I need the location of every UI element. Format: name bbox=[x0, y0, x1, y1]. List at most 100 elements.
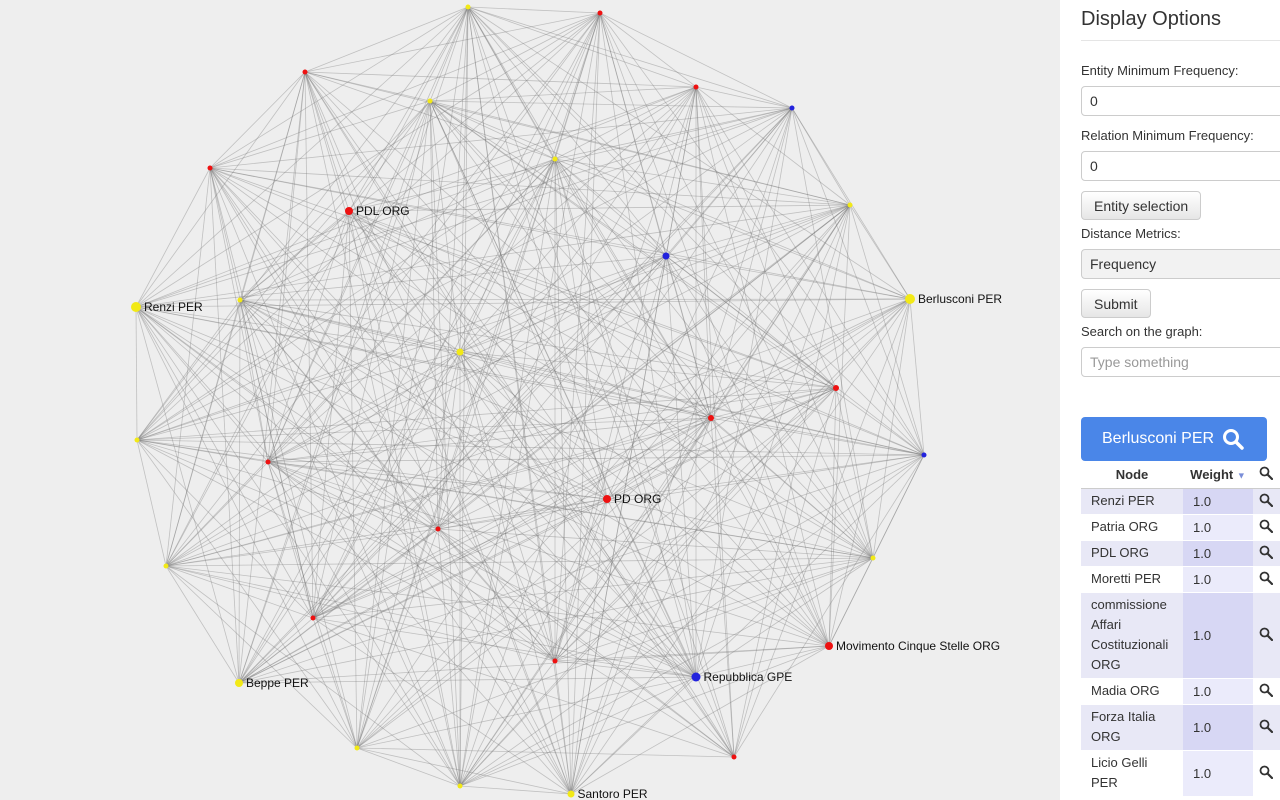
graph-node[interactable] bbox=[457, 783, 463, 789]
selected-node-button[interactable]: Berlusconi PER bbox=[1081, 417, 1267, 461]
row-search-button[interactable] bbox=[1253, 704, 1280, 751]
graph-edge bbox=[872, 454, 925, 559]
row-search-button[interactable] bbox=[1253, 678, 1280, 705]
graph-node[interactable] bbox=[163, 563, 169, 569]
graph-edge bbox=[165, 565, 556, 662]
graph-node[interactable] bbox=[456, 348, 464, 356]
search-input[interactable] bbox=[1081, 347, 1280, 377]
graph-edge bbox=[429, 100, 830, 647]
display-options-panel: Display Options Entity Minimum Frequency… bbox=[1060, 0, 1280, 800]
graph-node[interactable] bbox=[921, 452, 927, 458]
graph-node-pdl[interactable] bbox=[345, 207, 353, 215]
distance-metrics-select[interactable]: Frequency bbox=[1081, 249, 1280, 279]
graph-node[interactable] bbox=[552, 658, 558, 664]
graph-edge bbox=[665, 255, 837, 389]
entity-selection-button[interactable]: Entity selection bbox=[1081, 191, 1202, 220]
graph-node[interactable] bbox=[597, 10, 603, 16]
graph-edge bbox=[267, 461, 556, 662]
row-search-button[interactable] bbox=[1253, 750, 1280, 797]
graph-node[interactable] bbox=[265, 459, 271, 465]
weight-cell: 1.0 bbox=[1183, 540, 1253, 567]
graph-node[interactable] bbox=[552, 156, 558, 162]
search-icon bbox=[1259, 466, 1274, 481]
graph-edge bbox=[554, 660, 697, 678]
graph-node[interactable] bbox=[427, 98, 433, 104]
graph-node[interactable] bbox=[870, 555, 876, 561]
graph-edge bbox=[267, 461, 358, 749]
submit-button[interactable]: Submit bbox=[1081, 289, 1151, 318]
graph-edge bbox=[665, 255, 925, 456]
graph-edge bbox=[467, 6, 712, 419]
graph-edge bbox=[238, 645, 830, 684]
graph-node-beppe[interactable] bbox=[235, 679, 243, 687]
graph-node[interactable] bbox=[207, 165, 213, 171]
graph-node[interactable] bbox=[465, 4, 471, 10]
entity-min-freq-input[interactable] bbox=[1081, 86, 1280, 116]
graph-edge bbox=[356, 557, 874, 749]
graph-edge bbox=[304, 71, 697, 88]
graph-node[interactable] bbox=[237, 297, 243, 303]
weight-column-header[interactable]: Weight ▼ bbox=[1183, 462, 1253, 489]
graph-node[interactable] bbox=[708, 415, 714, 421]
graph-node-pd[interactable] bbox=[603, 495, 611, 503]
relation-min-freq-input[interactable] bbox=[1081, 151, 1280, 181]
graph-edge bbox=[606, 454, 925, 500]
graph-node[interactable] bbox=[435, 526, 441, 532]
graph-edge bbox=[267, 12, 601, 463]
row-search-button[interactable] bbox=[1253, 514, 1280, 541]
graph-node-renzi[interactable] bbox=[131, 302, 141, 312]
row-search-button[interactable] bbox=[1253, 540, 1280, 567]
node-column-header[interactable]: Node bbox=[1081, 462, 1183, 489]
graph-edge bbox=[348, 86, 697, 212]
graph-edge bbox=[238, 528, 439, 684]
graph-node[interactable] bbox=[354, 745, 360, 751]
graph-node[interactable] bbox=[789, 105, 795, 111]
row-search-button[interactable] bbox=[1253, 488, 1280, 515]
graph-node[interactable] bbox=[302, 69, 308, 75]
graph-edge bbox=[459, 351, 830, 647]
graph-edge bbox=[165, 528, 439, 567]
graph-edge bbox=[606, 298, 911, 500]
graph-node-m5s[interactable] bbox=[825, 642, 833, 650]
graph-node[interactable] bbox=[134, 437, 140, 443]
graph-node[interactable] bbox=[833, 385, 839, 391]
graph-edge bbox=[437, 528, 461, 787]
graph-node-repubblica[interactable] bbox=[691, 672, 701, 682]
graph-node[interactable] bbox=[847, 202, 853, 208]
graph-node-label: Movimento Cinque Stelle ORG bbox=[836, 639, 1000, 653]
graph-node-berlusconi[interactable] bbox=[905, 294, 915, 304]
graph-edge bbox=[459, 645, 830, 787]
graph-edge bbox=[348, 6, 469, 212]
graph-edge bbox=[312, 204, 851, 619]
row-search-button[interactable] bbox=[1253, 592, 1280, 679]
graph-edge bbox=[304, 71, 556, 662]
graph-node[interactable] bbox=[662, 252, 670, 260]
graph-edge bbox=[606, 204, 851, 500]
graph-node[interactable] bbox=[693, 84, 699, 90]
graph-edge bbox=[136, 255, 667, 441]
graph-edge bbox=[665, 107, 793, 257]
graph-edge bbox=[459, 351, 925, 456]
graph-edge bbox=[267, 454, 925, 463]
graph-edge bbox=[467, 6, 830, 647]
graph-node[interactable] bbox=[731, 754, 737, 760]
graph-edge bbox=[238, 557, 874, 684]
graph-edge bbox=[791, 107, 874, 559]
graph-edge bbox=[348, 210, 837, 389]
node-cell: Forza Italia ORG bbox=[1081, 704, 1183, 751]
graph-edge bbox=[348, 210, 608, 500]
row-search-button[interactable] bbox=[1253, 566, 1280, 593]
graph-edge bbox=[429, 100, 874, 559]
graph-node-santoro[interactable] bbox=[567, 790, 575, 798]
graph-node[interactable] bbox=[310, 615, 316, 621]
